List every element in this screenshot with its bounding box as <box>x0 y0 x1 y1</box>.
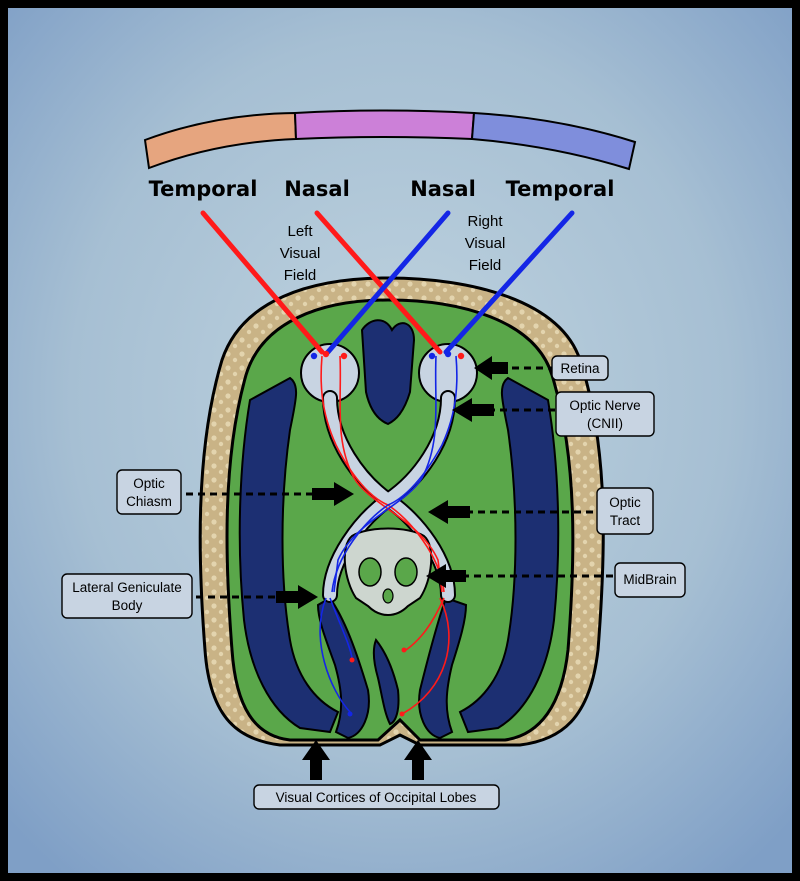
lateral-geniculate-label-box <box>61 573 193 619</box>
cortex-dot <box>399 711 405 717</box>
callout-midbrain: MidBrain <box>426 562 686 598</box>
ray-left-nasal <box>314 210 443 355</box>
lateral-geniculate-label-line-2: Body <box>112 598 143 613</box>
blue-radiation-1 <box>319 597 351 713</box>
nasal-segment <box>293 109 476 141</box>
right-retina-dot-blue-1 <box>428 352 436 360</box>
left-visual-field-caption: Left Visual Field <box>280 223 321 284</box>
right-field-line-3: Field <box>469 257 502 274</box>
optic-tract-label-box <box>596 487 654 535</box>
right-retina-dot-red <box>457 352 465 360</box>
callout-retina: Retina <box>474 355 609 381</box>
cortex-dots <box>347 647 407 717</box>
optic-tract-label-line-1: Optic <box>609 495 641 510</box>
callout-optic-nerve: Optic Nerve (CNII) <box>452 391 655 437</box>
optic-nerve-label-box <box>555 391 655 437</box>
ray-right-nasal <box>325 210 451 355</box>
cortex-dot <box>401 647 407 653</box>
optic-tract-label-line-2: Tract <box>610 513 640 528</box>
visual-cortices-label: Visual Cortices of Occipital Lobes <box>276 790 477 805</box>
retina-label: Retina <box>560 361 600 376</box>
retina-label-box <box>551 355 609 381</box>
arrow-optic-nerve <box>452 398 494 422</box>
right-retina-dot-blue-2 <box>444 350 452 358</box>
label-right-temporal: Temporal <box>506 177 615 201</box>
ray-left-temporal <box>200 210 325 355</box>
label-left-nasal: Nasal <box>284 177 350 201</box>
callout-lateral-geniculate: Lateral Geniculate Body <box>61 573 318 619</box>
arrow-optic-tract <box>428 500 470 524</box>
arrow-midbrain <box>426 564 466 588</box>
optic-chiasm-label-line-1: Optic <box>133 476 165 491</box>
retina-dots <box>310 350 465 360</box>
left-outer-gyrus <box>238 376 340 734</box>
callout-visual-cortices: Visual Cortices of Occipital Lobes <box>253 740 500 810</box>
right-field-line-2: Visual <box>465 235 506 252</box>
visual-rays <box>200 210 575 355</box>
left-retina-dot-blue <box>310 352 318 360</box>
label-left-temporal: Temporal <box>149 177 258 201</box>
right-optic-nerve-and-tract <box>377 392 454 601</box>
right-field-line-1: Right <box>467 213 503 230</box>
arrow-left-cortex <box>302 740 330 780</box>
frontal-ventricle <box>360 319 416 426</box>
label-right-nasal: Nasal <box>410 177 476 201</box>
lateral-geniculate-label-line-1: Lateral Geniculate <box>72 580 182 595</box>
fiber-right-nasal-crossing <box>333 355 437 593</box>
left-field-line-1: Left <box>287 223 313 240</box>
midline-cortex <box>372 638 400 726</box>
midbrain <box>343 527 433 617</box>
left-field-line-3: Field <box>284 267 317 284</box>
optic-chiasm-label-line-2: Chiasm <box>126 494 172 509</box>
left-occipital-lobe <box>316 596 370 740</box>
midbrain-left-cavity <box>358 557 382 587</box>
arrow-right-cortex <box>404 740 432 780</box>
fiber-right-temporal <box>331 355 458 593</box>
left-retina-dot-red-2 <box>340 352 348 360</box>
midbrain-label: MidBrain <box>623 572 676 587</box>
right-temporal-segment <box>470 111 637 171</box>
left-retina-dot-red-1 <box>322 350 330 358</box>
fiber-left-nasal-crossing <box>339 355 443 593</box>
right-visual-field-caption: Right Visual Field <box>465 213 506 274</box>
midbrain-aqueduct <box>382 588 394 604</box>
red-radiation-2 <box>405 597 445 651</box>
fiber-left-temporal <box>320 355 445 593</box>
optic-nerve-label-line-2: (CNII) <box>587 416 623 431</box>
ray-right-temporal <box>443 210 575 355</box>
left-field-line-2: Visual <box>280 245 321 262</box>
arrow-optic-chiasm <box>312 482 354 506</box>
optic-chiasm-label-box <box>116 469 182 515</box>
arrow-lateral-geniculate <box>276 585 318 609</box>
blue-radiation-2 <box>329 597 353 659</box>
cortex-dot <box>347 711 353 717</box>
right-outer-gyrus <box>458 376 560 734</box>
neural-fibers <box>319 355 458 715</box>
midbrain-right-cavity <box>394 557 418 587</box>
cortex-dot <box>349 657 355 663</box>
optic-nerve-label-line-1: Optic Nerve <box>569 398 640 413</box>
callout-optic-tract: Optic Tract <box>428 487 654 535</box>
visual-field-band <box>143 109 637 171</box>
red-radiation-1 <box>401 597 450 715</box>
ventricles-and-gyri <box>238 319 560 740</box>
visual-cortices-label-box <box>253 784 500 810</box>
callout-optic-chiasm: Optic Chiasm <box>116 469 354 515</box>
arrow-retina <box>474 356 508 380</box>
midbrain-label-box <box>614 562 686 598</box>
